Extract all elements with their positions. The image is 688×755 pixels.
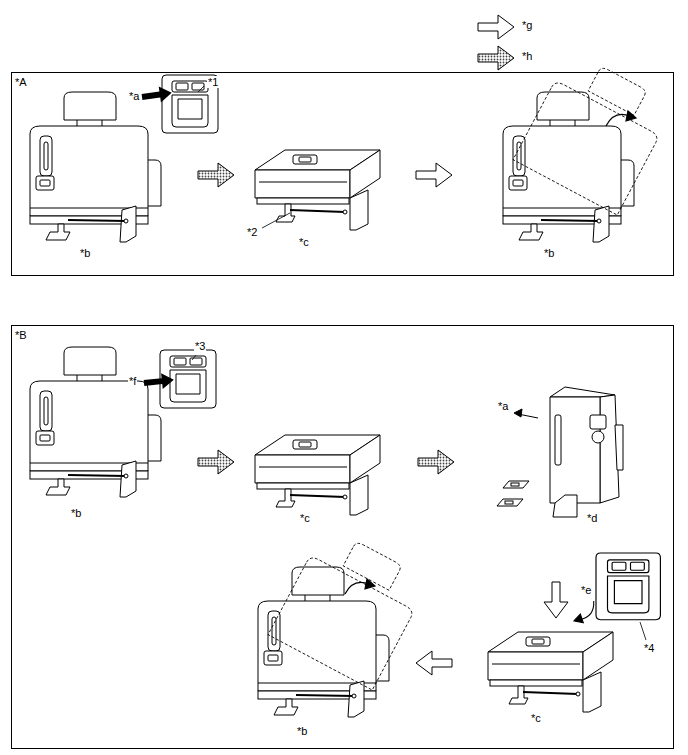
callout-label: *c [530,712,542,724]
callout-label: *3 [194,340,206,352]
callout-label: *a [128,90,140,102]
callout-label: *d [586,512,598,524]
callout-label: *c [298,236,310,248]
callout-label: *2 [246,226,258,238]
legend-label: *g [521,19,533,31]
step-panel: *B [11,325,674,749]
callout-label: *4 [643,642,655,654]
step-panel: *A [11,72,674,276]
panel-label: *A [15,76,27,88]
panel-label: *B [15,329,27,341]
callout-label: *b [543,247,555,259]
callout-label: *c [299,512,311,524]
callout-label: *b [79,247,91,259]
callout-label: *1 [207,76,219,88]
callout-label: *b [70,507,82,519]
callout-label: *a [497,400,509,412]
callout-label: *b [296,725,308,737]
callout-label: *e [580,584,592,596]
callout-label: *f [128,375,137,387]
legend-label: *h [521,50,533,62]
